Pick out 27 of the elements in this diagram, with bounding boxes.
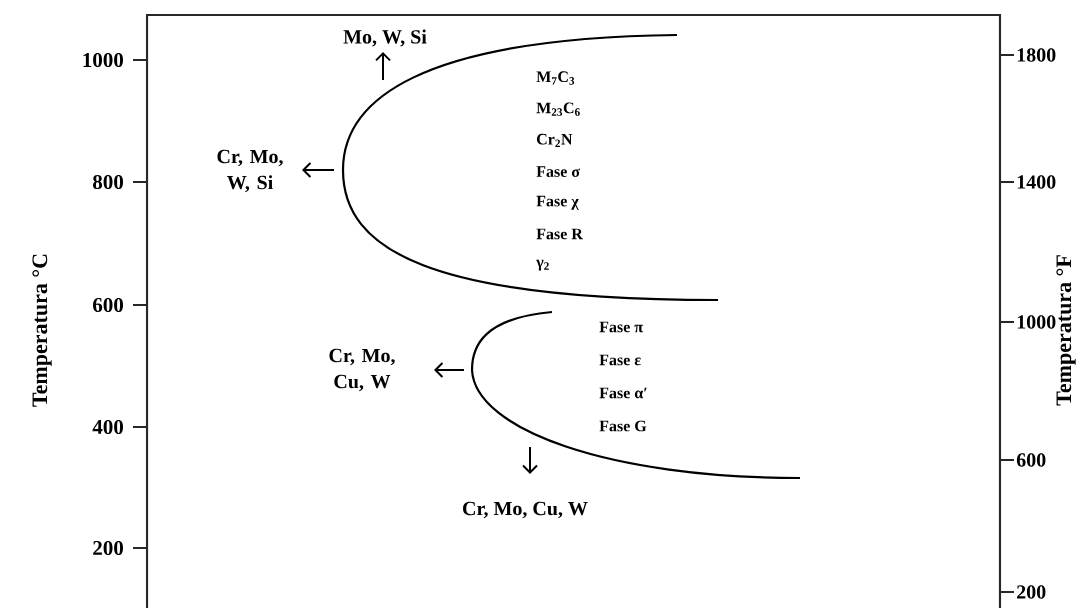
tick-label: 800	[93, 174, 123, 190]
tick-label: 1000	[83, 52, 123, 68]
phase-label: M$_{7}$C$_{3}$	[536, 71, 575, 85]
phase-label: Fase ε	[599, 354, 641, 366]
element-label: Cr, Mo, Cu, W	[329, 348, 395, 392]
axis-title: Temperatura °F	[1056, 255, 1076, 406]
tick-label: 600	[1016, 453, 1046, 467]
phase-label: Fase π	[599, 321, 643, 333]
tick-label: 1800	[1017, 48, 1056, 62]
tick-label: 200	[1017, 585, 1046, 599]
phase-label: M$_{23}$C$_{6}$	[536, 102, 580, 116]
axis-title: Temperatura °C	[32, 254, 52, 407]
phase-label: Fase α′	[599, 387, 647, 399]
tick-label: 600	[93, 297, 123, 313]
tick-label: 1000	[1017, 315, 1056, 329]
phase-label: Fase G	[599, 420, 647, 432]
phase-label: Fase χ	[536, 195, 579, 210]
phase-label: Fase σ	[536, 166, 580, 177]
phase-label: Fase R	[536, 228, 583, 240]
element-label: Cr, Mo, Cu, W	[463, 501, 588, 519]
phase-label: Cr$_{2}$N	[537, 133, 573, 147]
element-label: Mo, W, Si	[343, 29, 427, 47]
element-label: Cr, Mo, W, Si	[217, 149, 283, 193]
tick-label: 200	[93, 540, 123, 556]
phase-label: γ$_{2}$	[536, 259, 549, 271]
tick-label: 400	[92, 419, 123, 435]
tick-label: 1400	[1017, 175, 1056, 189]
